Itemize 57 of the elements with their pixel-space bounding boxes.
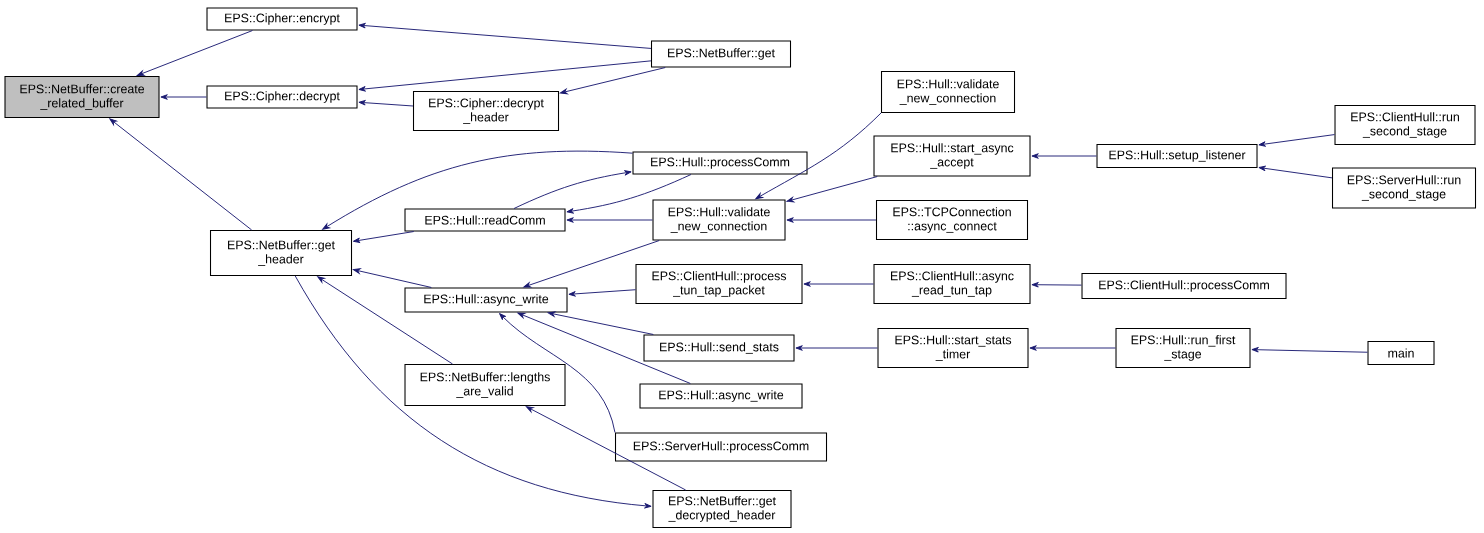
function-box: EPS::Cipher::decrypt (206, 85, 358, 109)
function-box: EPS::TCPConnection ::async_connect (875, 199, 1029, 241)
arrow (523, 240, 660, 288)
function-box: EPS::Cipher::decrypt _header (412, 90, 560, 132)
arrow (160, 94, 207, 100)
function-box: EPS::Hull::run_first _stage (1115, 327, 1251, 369)
arrow (513, 170, 632, 209)
function-box: EPS::Hull::processComm (632, 151, 808, 175)
arrow (566, 217, 653, 223)
arrow (499, 313, 616, 433)
arrow (322, 150, 633, 230)
function-box: main (1367, 340, 1435, 366)
arrow (755, 112, 882, 200)
function-box: EPS::Hull::send_stats (643, 334, 795, 362)
arrow (294, 275, 652, 509)
function-box: EPS::Hull::start_async _accept (873, 135, 1031, 177)
arrow (358, 22, 652, 49)
arrow (547, 311, 654, 335)
arrow (559, 67, 666, 95)
function-box: EPS::Hull::readComm (404, 208, 566, 232)
function-box: EPS::Cipher::encrypt (206, 7, 358, 31)
arrow (568, 289, 636, 297)
arrow (803, 281, 874, 287)
function-box: EPS::ClientHull::run _second_stage (1334, 104, 1476, 146)
arrow (786, 217, 877, 223)
arrow (352, 268, 432, 288)
function-box: EPS::Hull::async_write (404, 287, 568, 313)
function-box: EPS::NetBuffer::get _decrypted_header (652, 489, 792, 529)
function-box: EPS::ClientHull::processComm (1081, 272, 1287, 300)
arrow (1031, 153, 1097, 159)
arrow (1258, 134, 1335, 147)
function-box: EPS::ClientHull::process _tun_tap_packet (635, 263, 803, 305)
function-box: EPS::NetBuffer::get (650, 40, 792, 68)
arrow (358, 99, 414, 107)
function-box: EPS::Hull::validate _new_connection (652, 199, 786, 241)
function-box: EPS::Hull::setup_listener (1096, 143, 1258, 169)
arrow (1031, 282, 1082, 288)
function-box: EPS::ClientHull::async _read_tun_tap (873, 263, 1031, 305)
arrow (786, 176, 878, 203)
arrow (525, 406, 687, 491)
function-box: EPS::NetBuffer::lengths _are_valid (404, 363, 566, 407)
arrow (136, 30, 253, 76)
function-box: EPS::ServerHull::run _second_stage (1331, 167, 1477, 209)
function-box: EPS::Hull::validate _new_connection (880, 70, 1016, 114)
arrow (1258, 165, 1333, 179)
arrow (109, 118, 253, 231)
arrow (358, 60, 652, 92)
function-box: EPS::Hull::async_write (639, 383, 803, 409)
arrow (795, 345, 878, 351)
arrow (317, 276, 453, 365)
function-box: EPS::Hull::start_stats _timer (877, 327, 1029, 369)
arrow (1029, 345, 1116, 351)
function-box: EPS::NetBuffer::get _header (209, 229, 353, 277)
function-box: EPS::NetBuffer::create _related_buffer (4, 75, 160, 119)
arrow (1251, 346, 1368, 353)
function-box: EPS::ServerHull::processComm (614, 432, 828, 462)
arrow (352, 231, 415, 243)
